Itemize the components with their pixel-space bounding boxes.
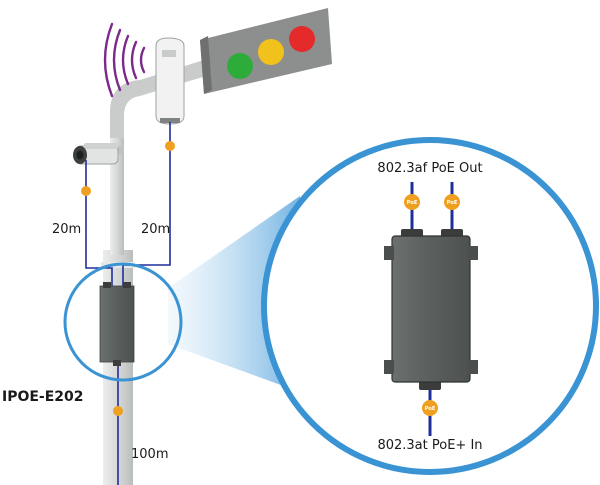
- product-name: IPOE-E202: [2, 389, 84, 405]
- ap-cable-distance: 20m: [141, 222, 170, 237]
- traffic-light-red-lamp: [289, 26, 315, 52]
- poe-input-badge: PoE: [422, 400, 438, 416]
- poe-badge-text: PoE: [447, 200, 458, 206]
- poe-badge-text: PoE: [425, 406, 436, 412]
- wireless-ap-icon: [155, 37, 185, 125]
- poe-extender-icon: [99, 282, 135, 366]
- poe-input-label: 802.3at PoE+ In: [377, 438, 482, 453]
- poe-output-badge-1: PoE: [404, 194, 420, 210]
- small-zoom-ring: [63, 262, 183, 382]
- camera-cable-distance: 20m: [52, 222, 81, 237]
- wifi-signal-icon: [103, 22, 146, 98]
- traffic-light-icon: [200, 8, 332, 94]
- small-poe-badges: [81, 141, 175, 416]
- poe-output-badge-2: PoE: [444, 194, 460, 210]
- traffic-light-green-lamp: [227, 53, 253, 79]
- poe-extender-magnified: [384, 229, 478, 390]
- poe-output-label: 802.3af PoE Out: [377, 161, 482, 176]
- poe-badge-text: PoE: [407, 200, 418, 206]
- ip-camera-icon: [73, 143, 124, 165]
- traffic-light-yellow-lamp: [258, 39, 284, 65]
- uplink-cable-distance: 100m: [131, 447, 168, 462]
